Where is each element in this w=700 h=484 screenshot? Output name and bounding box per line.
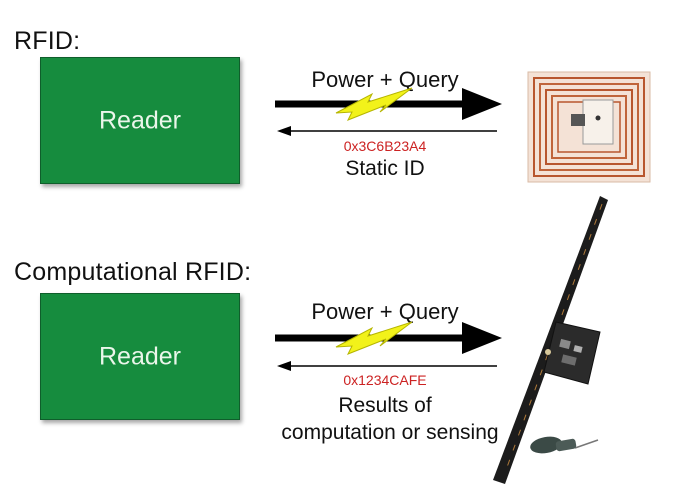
crfid-reader-box: Reader [40, 293, 240, 420]
crfid-return-value: 0x1234CAFE [343, 372, 427, 388]
rfid-return-caption: Static ID [345, 157, 425, 180]
rfid-forward-label: Power + Query [311, 67, 459, 92]
crfid-reader-label: Reader [99, 342, 181, 370]
crfid-forward-label: Power + Query [311, 299, 459, 324]
rfid-reader-box: Reader [40, 57, 240, 184]
rfid-return-arrow [277, 126, 497, 136]
rfid-lightning-icon [335, 87, 413, 121]
crfid-lightning-icon [335, 321, 413, 355]
rfid-tag-icon [527, 71, 651, 183]
crfid-device-icon [493, 196, 608, 484]
crfid-return-caption-line1: Results of [338, 394, 432, 417]
crfid-return-arrow [277, 361, 497, 371]
crfid-return-caption-line2: computation or sensing [281, 421, 499, 444]
rfid-return-value: 0x3C6B23A4 [343, 138, 427, 154]
crfid-section-title: Computational RFID: [14, 258, 252, 286]
thumbtack-icon [530, 436, 599, 454]
rfid-section-title: RFID: [14, 27, 81, 55]
rfid-reader-label: Reader [99, 106, 181, 134]
